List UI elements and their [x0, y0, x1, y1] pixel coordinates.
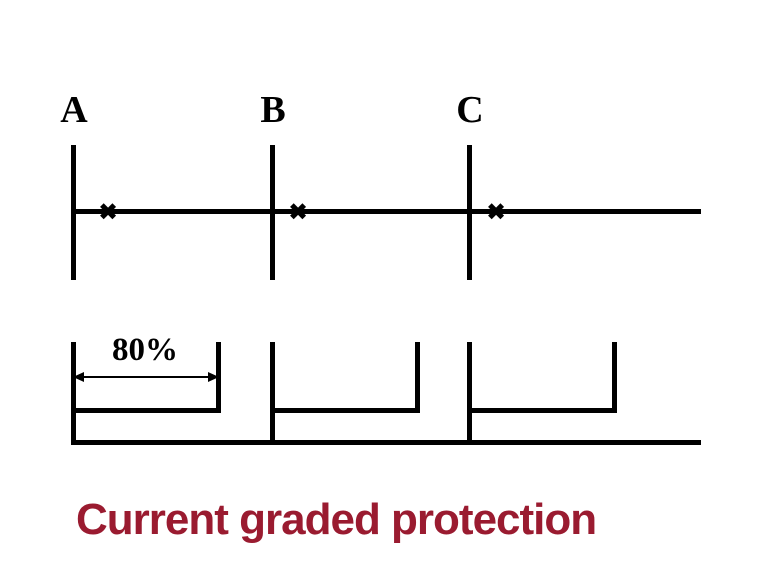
arrow-right-head-icon: [208, 372, 219, 382]
reach-baseline: [71, 440, 701, 445]
bus-b-label: B: [260, 89, 286, 131]
bus-c-label: C: [456, 89, 484, 131]
zone-a-start-line: [71, 342, 76, 445]
zone-a-reach-label: 80%: [112, 332, 178, 368]
zone-c-start-line: [467, 342, 472, 445]
feeder-line: [71, 209, 701, 214]
breaker-a-icon: ✖: [97, 198, 119, 226]
zone-b-step-line: [270, 408, 420, 413]
zone-b-end-line: [415, 342, 420, 413]
arrow-shaft: [75, 376, 217, 378]
page-title: Current graded protection: [76, 495, 597, 544]
zone-b-start-line: [270, 342, 275, 445]
zone-c-step-line: [467, 408, 617, 413]
zone-a-step-line: [71, 408, 221, 413]
breaker-c-icon: ✖: [485, 198, 507, 226]
zone-c-end-line: [612, 342, 617, 413]
breaker-b-icon: ✖: [287, 198, 309, 226]
bus-a-label: A: [60, 89, 88, 131]
zone-a-dimension-arrow: [73, 370, 219, 384]
